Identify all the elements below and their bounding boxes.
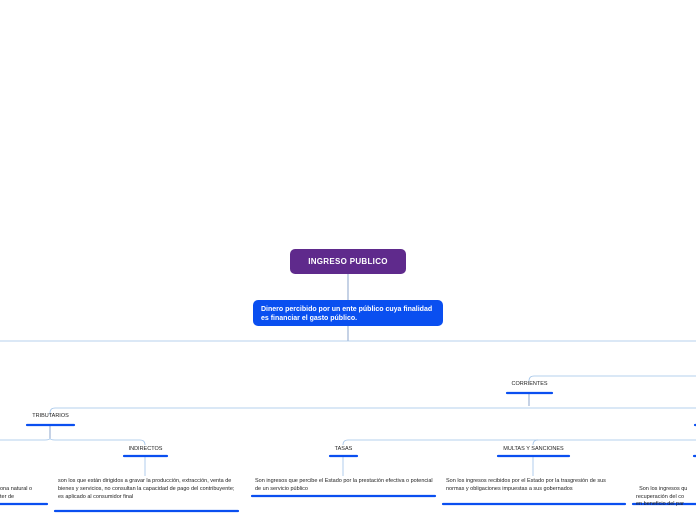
root-node[interactable]: INGRESO PUBLICO — [290, 249, 406, 274]
connector-bus-corrientes — [528, 375, 696, 382]
directos-description[interactable]: ona natural o ter de — [0, 478, 47, 501]
branch-tributarios-label: TRIBUTARIOS — [32, 413, 69, 419]
root-title: INGRESO PUBLICO — [308, 257, 388, 266]
branch-corrientes[interactable]: CORRIENTES — [507, 381, 552, 387]
connector-tributarios-bus — [49, 407, 696, 415]
definition-node[interactable]: Dinero percibido por un ente público cuy… — [253, 300, 443, 326]
branch-tributarios[interactable]: TRIBUTARIOS — [25, 413, 76, 419]
branch-multas[interactable]: MULTAS Y SANCIONES — [496, 446, 571, 452]
multas-description[interactable]: Son los ingresos recibidos por el Estado… — [446, 478, 624, 494]
contribuciones-description[interactable]: Son los ingresos qu recuperación del co … — [636, 478, 696, 509]
branch-multas-label: MULTAS Y SANCIONES — [503, 446, 564, 452]
connector-tasas-branch — [342, 439, 696, 446]
indirectos-description[interactable]: son los que están dirigidos a gravar la … — [58, 478, 238, 501]
contribuciones-description-text: Son los ingresos qu recuperación del co … — [636, 485, 688, 508]
branch-tasas[interactable]: TASAS — [328, 446, 359, 452]
branch-indirectos[interactable]: INDIRECTOS — [122, 446, 169, 452]
multas-description-text: Son los ingresos recibidos por el Estado… — [446, 478, 606, 492]
indirectos-description-text: son los que están dirigidos a gravar la … — [58, 478, 235, 500]
tasas-description[interactable]: Son ingresos que percibe el Estado por l… — [255, 478, 433, 494]
branch-corrientes-label: CORRIENTES — [511, 381, 548, 387]
connector-directos-branch — [0, 437, 51, 441]
connector-indirectos-branch — [49, 437, 146, 446]
branch-indirectos-label: INDIRECTOS — [128, 446, 163, 452]
definition-text: Dinero percibido por un ente público cuy… — [261, 306, 433, 322]
connector-multas-branch — [532, 439, 539, 446]
directos-description-text: ona natural o ter de — [0, 485, 33, 500]
branch-tasas-label: TASAS — [334, 446, 353, 452]
tasas-description-text: Son ingresos que percibe el Estado por l… — [255, 478, 433, 492]
